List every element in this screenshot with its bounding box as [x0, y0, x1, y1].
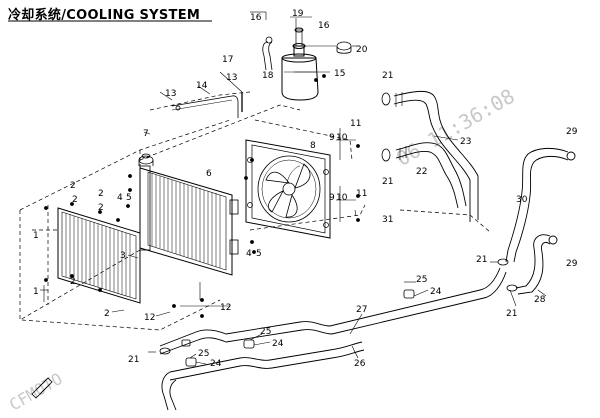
- callout-29: 29: [566, 259, 578, 269]
- callout-22: 22: [416, 167, 427, 177]
- callout-11: 11: [356, 189, 367, 199]
- coolant-reservoir: [281, 27, 319, 101]
- pipe-clips: [181, 289, 415, 367]
- callout-6: 6: [206, 169, 212, 179]
- front-direction-arrow-icon: [31, 377, 53, 399]
- callout-27: 27: [356, 305, 367, 315]
- fasteners: [44, 74, 360, 318]
- overflow-hose: [250, 11, 273, 71]
- callout-13: 13: [165, 89, 176, 99]
- callout-10: 10: [336, 133, 348, 143]
- callout-21: 21: [382, 71, 393, 81]
- callout-19: 19: [292, 9, 304, 19]
- callout-11: 11: [350, 119, 361, 129]
- fan-shroud: [245, 139, 331, 239]
- radiator-grille-mesh: [65, 213, 131, 297]
- callout-3: 3: [120, 251, 126, 261]
- fan-shroud-bosses: [247, 157, 329, 228]
- callout-12: 12: [144, 313, 155, 323]
- coolant-pipe-26: [161, 341, 365, 411]
- callout-12: 12: [220, 303, 231, 313]
- callout-30: 30: [516, 195, 528, 205]
- callout-31: 31: [382, 215, 393, 225]
- callout-16: 16: [318, 21, 330, 31]
- diagram-title: 冷却系统/COOLING SYSTEM: [8, 8, 201, 23]
- upper-hose-23: [393, 90, 479, 222]
- callout-2: 2: [98, 189, 104, 199]
- callouts: 1 1 2 2 2 2 2 2 3 4 4 5 5 6 7 8 9 9 10 1…: [33, 9, 578, 369]
- callout-2: 2: [104, 309, 110, 319]
- callout-16: 16: [250, 13, 262, 23]
- callout-9: 9: [329, 193, 335, 203]
- callout-21: 21: [128, 355, 139, 365]
- lower-hose-22: [395, 142, 467, 209]
- callout-4: 4: [246, 249, 252, 259]
- callout-24: 24: [210, 359, 222, 369]
- hose-30: [505, 147, 576, 263]
- radiator-cap: [138, 153, 154, 166]
- callout-26: 26: [354, 359, 366, 369]
- callout-20: 20: [356, 45, 368, 55]
- callout-15: 15: [334, 69, 345, 79]
- hose-28: [515, 234, 558, 295]
- callout-24: 24: [430, 287, 442, 297]
- callout-10: 10: [336, 193, 348, 203]
- callout-1: 1: [33, 231, 39, 241]
- callout-14: 14: [196, 81, 208, 91]
- callout-25: 25: [416, 275, 427, 285]
- radiator-core: [139, 165, 233, 276]
- callout-5: 5: [126, 193, 132, 203]
- callout-25: 25: [260, 327, 271, 337]
- callout-1: 1: [33, 287, 39, 297]
- callout-21: 21: [476, 255, 487, 265]
- callout-24: 24: [272, 339, 284, 349]
- radiator-grille: [57, 207, 141, 304]
- callout-8: 8: [310, 141, 316, 151]
- callout-7: 7: [143, 129, 149, 139]
- coolant-pipe-27: [159, 267, 507, 355]
- callout-18: 18: [262, 71, 274, 81]
- callout-9: 9: [329, 133, 335, 143]
- callout-21: 21: [382, 177, 393, 187]
- callout-2: 2: [72, 195, 78, 205]
- reservoir-cap: [336, 41, 352, 54]
- assembly-dashed-lines: [19, 91, 491, 331]
- radiator-brackets: [229, 199, 239, 255]
- callout-2: 2: [70, 277, 76, 287]
- callout-17: 17: [222, 55, 233, 65]
- callout-28: 28: [534, 295, 546, 305]
- callout-23: 23: [460, 137, 471, 147]
- leader-lines: [40, 16, 547, 365]
- breather-tube: [171, 92, 243, 118]
- cooling-fan: [257, 155, 321, 223]
- callout-2: 2: [70, 181, 76, 191]
- callout-2: 2: [98, 203, 104, 213]
- callout-29: 29: [566, 127, 578, 137]
- callout-13: 13: [226, 73, 237, 83]
- callout-4: 4: [117, 193, 123, 203]
- callout-25: 25: [198, 349, 209, 359]
- callout-5: 5: [256, 249, 262, 259]
- radiator-fins: [151, 173, 221, 268]
- callout-21: 21: [506, 309, 517, 319]
